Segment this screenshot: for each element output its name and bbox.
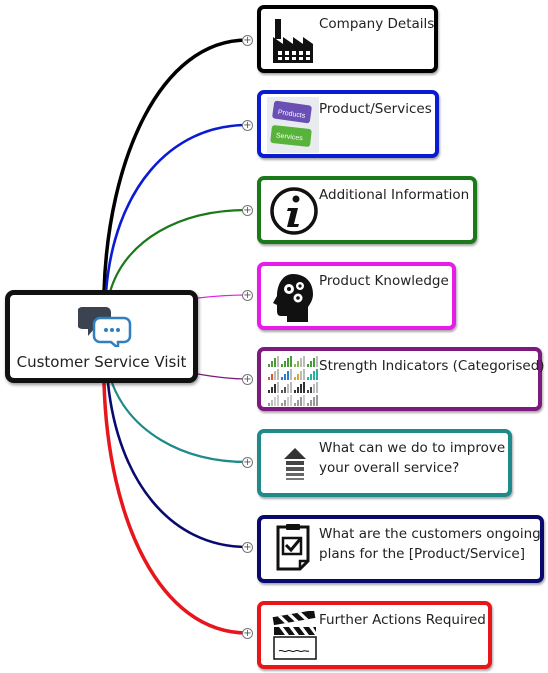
node-label-strength-indicators: Strength Indicators (Categorised): [319, 358, 545, 374]
information-icon: [269, 186, 319, 240]
node-strength-indicators[interactable]: Strength Indicators (Categorised): [257, 347, 545, 411]
signal-bars-grid-icon: [267, 355, 319, 411]
expand-toggle-customer-plans[interactable]: +: [242, 542, 253, 553]
expand-toggle-product-services[interactable]: +: [242, 120, 253, 131]
factory-icon: [271, 17, 315, 69]
node-product-services[interactable]: Products Services Product/Services: [257, 90, 439, 158]
svg-text:Services: Services: [276, 132, 304, 142]
expand-toggle-product-knowledge[interactable]: +: [242, 290, 253, 301]
head-gears-icon: [273, 272, 315, 328]
connector-improve-service: [110, 382, 248, 464]
node-label-improve-service-line2: your overall service?: [319, 460, 460, 476]
central-topic[interactable]: Customer Service Visit: [5, 290, 198, 383]
node-improve-service[interactable]: What can we do to improve your overall s…: [257, 429, 512, 497]
connector-strength-indicators: [197, 373, 248, 380]
node-label-company-details: Company Details: [319, 16, 435, 32]
central-topic-label: Customer Service Visit: [16, 353, 187, 371]
connector-additional-information: [108, 208, 248, 293]
node-customer-plans[interactable]: What are the customers ongoing plans for…: [257, 515, 544, 583]
upload-arrow-icon: [283, 447, 307, 485]
expand-toggle-strength-indicators[interactable]: +: [242, 374, 253, 385]
speech-bubbles-icon: [77, 301, 132, 351]
node-label-improve-service-line1: What can we do to improve: [319, 440, 506, 456]
connector-company-details: [102, 38, 248, 293]
node-label-further-actions: Further Actions Required: [319, 612, 486, 628]
expand-toggle-further-actions[interactable]: +: [242, 628, 253, 639]
node-label-additional-information: Additional Information: [319, 187, 470, 203]
node-product-knowledge[interactable]: Product Knowledge: [257, 262, 456, 330]
clapperboard-icon: [271, 610, 317, 665]
connector-customer-plans: [106, 382, 248, 549]
node-label-customer-plans-line1: What are the customers ongoing: [319, 526, 541, 542]
node-company-details[interactable]: Company Details: [257, 5, 438, 73]
expand-toggle-additional-information[interactable]: +: [242, 205, 253, 216]
svg-text:Products: Products: [277, 109, 306, 120]
node-label-customer-plans-line2: plans for the [Product/Service]: [319, 546, 526, 562]
products-services-keys-icon: Products Services: [267, 97, 319, 157]
connector-product-knowledge: [197, 294, 248, 299]
expand-toggle-company-details[interactable]: +: [242, 35, 253, 46]
clipboard-check-icon: [275, 523, 311, 575]
node-label-product-knowledge: Product Knowledge: [319, 273, 449, 289]
node-additional-information[interactable]: Additional Information: [257, 176, 477, 244]
connector-product-services: [104, 123, 248, 293]
node-further-actions[interactable]: Further Actions Required: [257, 601, 492, 669]
expand-toggle-improve-service[interactable]: +: [242, 457, 253, 468]
node-label-product-services: Product/Services: [319, 101, 432, 117]
connector-further-actions: [102, 382, 248, 635]
